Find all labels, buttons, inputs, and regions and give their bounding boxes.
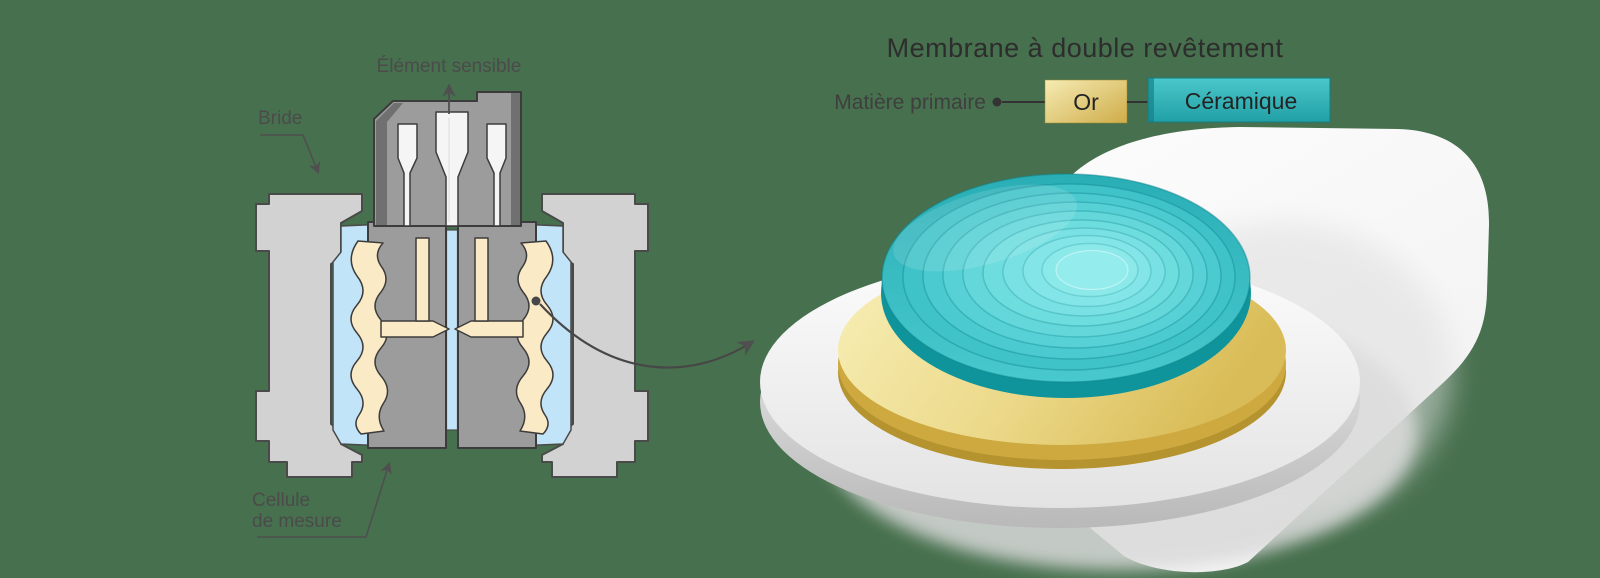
membrane-callout-dot (531, 296, 541, 306)
membrane-center-plateau (1055, 250, 1129, 290)
measuring-cell-label-line2: de mesure (252, 511, 342, 532)
sensing-element-label: Élément sensible (377, 56, 522, 77)
sensor-left-half (255, 193, 450, 478)
legend-dot (992, 97, 1002, 107)
membrane-3d (760, 127, 1490, 573)
gold-legend-label: Or (1073, 89, 1099, 115)
tower-dark-strip-left (376, 103, 403, 225)
tower-channel-right (486, 123, 507, 227)
cross-section-annotations: Élément sensible Bride Cellule de mesure (252, 56, 755, 538)
measuring-cell-label-line1: Cellule (252, 490, 310, 511)
membrane-sheen (893, 184, 1077, 272)
membrane-callout-curved-arrow (539, 303, 755, 369)
membrane-legend: Membrane à double revêtement Matière pri… (834, 33, 1331, 124)
measuring-cell-arrow (257, 461, 392, 538)
tower-channel-center (435, 111, 469, 227)
ceramic-legend-label: Céramique (1185, 88, 1298, 114)
ceramic-legend-box (1147, 77, 1331, 123)
tower-dark-strip-right (511, 93, 520, 225)
sensing-element-tower (373, 91, 522, 227)
tower-channel-left (397, 123, 418, 227)
primary-material-label: Matière primaire (834, 91, 986, 114)
ceramic-legend-box-edge (1148, 78, 1154, 122)
ceramic-membrane (881, 173, 1251, 398)
sensor-right-half (454, 193, 649, 478)
flange-arrow (260, 134, 320, 175)
flange-label: Bride (258, 108, 302, 129)
membrane-title: Membrane à double revêtement (887, 33, 1284, 63)
sensor-cross-section: Élément sensible Bride Cellule de mesure (252, 56, 755, 538)
